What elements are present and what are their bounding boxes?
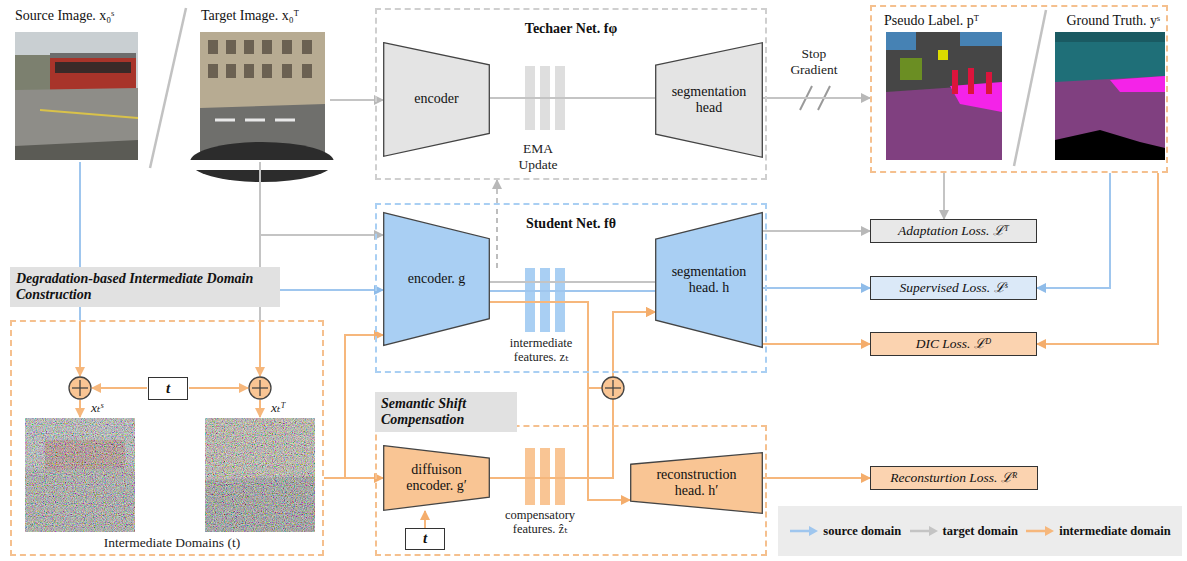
node-text: encoder. g xyxy=(392,271,482,287)
loss-box: Reconsturtion Loss. ℒᴿ xyxy=(870,466,1038,490)
legend-box: source domain target domain intermediate d… xyxy=(778,506,1182,556)
node-text: DIC Loss. ℒᴰ xyxy=(916,336,992,352)
image-panel: Source Image. x₀ˢ xyxy=(12,6,142,162)
node-text: segmentation head xyxy=(664,84,754,116)
edge-label-anchor: Stop Gradient xyxy=(782,46,846,77)
node-text: t xyxy=(423,530,427,547)
node-text: Pseudo Label. pᵀ xyxy=(884,13,979,29)
head-trapezoid: segmentation head xyxy=(655,42,763,158)
trapezoid-shape xyxy=(384,43,490,157)
head-trapezoid: reconstruction head. h′ xyxy=(630,452,763,514)
node-text: Target Image. x₀ᵀ xyxy=(201,8,330,24)
legend-item: intermediate domain xyxy=(1025,524,1170,539)
node-text: Reconsturtion Loss. ℒᴿ xyxy=(890,470,1018,486)
connector xyxy=(1037,173,1158,344)
label-anchor: xₜᵀ xyxy=(271,400,305,416)
module-region: Semantic Shift Compensationdiffuison enc… xyxy=(375,425,767,556)
label-panel: Pseudo Label. pᵀ Ground Truth. yˢ xyxy=(870,5,1168,173)
trapezoid-shape xyxy=(656,43,763,158)
edge-label: Stop Gradient xyxy=(782,46,846,77)
edge-label-anchor: EMA Update xyxy=(506,141,570,172)
legend-text: intermediate domain xyxy=(1059,524,1170,539)
legend-line-sample xyxy=(909,525,939,537)
connector xyxy=(424,511,426,528)
legend-line xyxy=(790,530,811,533)
loss-box: Supervised Loss. ℒˢ xyxy=(870,276,1037,300)
label-anchor: xₜˢ xyxy=(91,400,125,416)
trapezoid-shape xyxy=(384,446,490,511)
region-heading: Semantic Shift Compensation xyxy=(375,392,517,432)
connector xyxy=(763,287,870,289)
loss-box: DIC Loss. ℒᴰ xyxy=(870,332,1037,356)
loss-box: Adaptation Loss. ℒᵀ xyxy=(870,219,1037,243)
node-text: reconstruction head. h′ xyxy=(645,467,749,499)
annotation-label: compensatory features. ẑₜ xyxy=(493,508,587,537)
legend-line xyxy=(1026,530,1047,533)
label-anchor: Intermediate Domains (t) xyxy=(30,535,314,551)
image-panel: Target Image. x₀ᵀ xyxy=(198,6,330,162)
connector xyxy=(490,290,655,292)
trapezoid-shape xyxy=(631,453,763,514)
node-text: Supervised Loss. ℒˢ xyxy=(900,280,1008,296)
legend-item: source domain xyxy=(789,524,901,539)
node-text: Techaer Net. fφ xyxy=(525,21,617,37)
edge-label: EMA Update xyxy=(506,141,570,172)
head-trapezoid: segmentation head. h xyxy=(655,212,763,348)
node-text: diffuison encoder. g′ xyxy=(397,462,477,494)
label-anchor: compensatory features. ẑₜ xyxy=(493,508,587,537)
annotation-label: Intermediate Domains (t) xyxy=(30,535,314,551)
legend-item: target domain xyxy=(909,524,1018,539)
legend-arrowhead xyxy=(809,526,818,536)
connector xyxy=(1037,173,1110,288)
connector xyxy=(490,97,655,99)
module-region: Degradation-based Intermediate Domain Co… xyxy=(10,320,324,556)
legend-arrowhead xyxy=(929,526,938,536)
connector xyxy=(490,302,655,388)
node-text: segmentation head. h xyxy=(663,264,755,296)
network-box: Techaer Net. fφ encoder segmentation head xyxy=(375,8,767,180)
region-heading: Degradation-based Intermediate Domain Co… xyxy=(10,267,280,307)
connector xyxy=(260,162,383,235)
encoder-trapezoid: encoder. g xyxy=(383,212,490,346)
node-text: Ground Truth. yˢ xyxy=(1066,13,1160,29)
connector xyxy=(763,230,870,232)
encoder-trapezoid: encoder xyxy=(383,42,490,157)
node-text: t xyxy=(166,380,170,397)
node-text: Source Image. x₀ˢ xyxy=(15,8,142,24)
annotation-label: xₜˢ xyxy=(91,400,125,416)
connector xyxy=(496,180,498,203)
connector xyxy=(763,343,870,345)
node-text: encoder xyxy=(392,91,482,107)
legend-text: target domain xyxy=(943,524,1018,539)
node-text: Adaptation Loss. ℒᵀ xyxy=(898,223,1009,239)
node-text: Student Net. fθ xyxy=(526,216,616,232)
encoder-trapezoid: diffuison encoder. g′ xyxy=(383,445,490,511)
trapezoid-shape xyxy=(656,213,763,348)
annotation-label: xₜᵀ xyxy=(271,400,305,416)
legend-line-sample xyxy=(789,525,819,537)
timestep-box: t xyxy=(405,528,445,550)
trapezoid-shape xyxy=(384,213,490,346)
timestep-box: t xyxy=(148,377,188,400)
connector xyxy=(763,477,870,479)
connector xyxy=(943,173,945,219)
annotation-label: intermediate features. zₜ xyxy=(497,336,585,365)
legend-arrowhead xyxy=(1045,526,1054,536)
legend-line xyxy=(910,530,931,533)
connector xyxy=(763,97,870,99)
connector xyxy=(490,281,655,283)
legend-text: source domain xyxy=(823,524,901,539)
legend-line-sample xyxy=(1025,525,1055,537)
label-anchor: intermediate features. zₜ xyxy=(497,336,585,365)
